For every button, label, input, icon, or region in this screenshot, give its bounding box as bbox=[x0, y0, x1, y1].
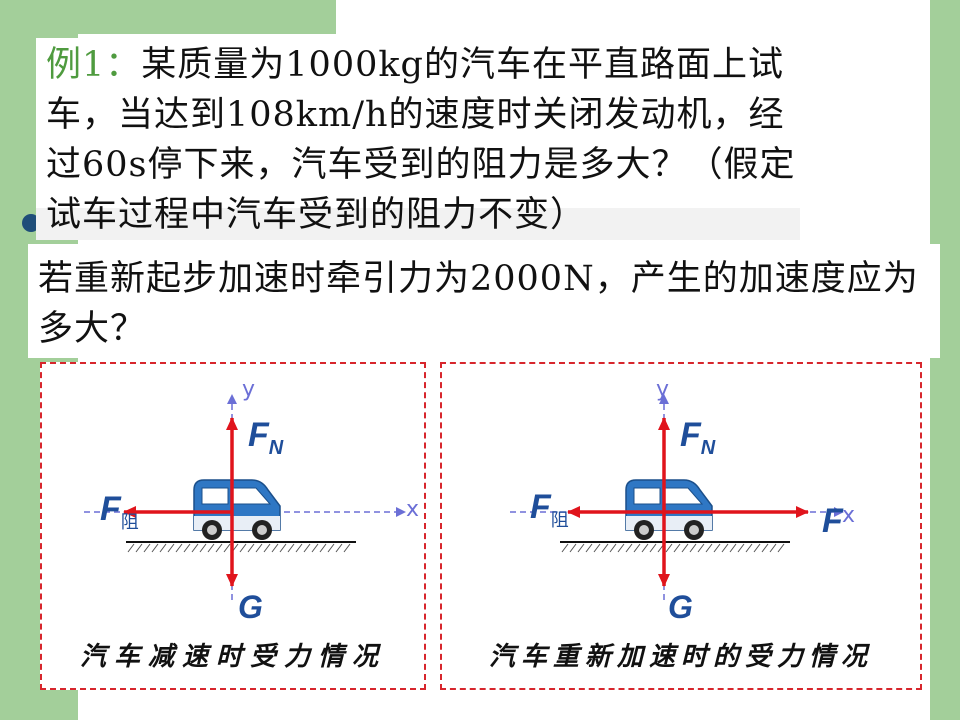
y-axis-label: y bbox=[656, 377, 669, 402]
example-problem: 例1：某质量为1000kg的汽车在平直路面上试车，当达到108km/h的速度时关… bbox=[36, 38, 800, 240]
normal-force-label: FN bbox=[248, 416, 284, 459]
right-decor-bar bbox=[930, 0, 960, 720]
top-decor-bar bbox=[78, 0, 336, 34]
caption-accelerating: 汽车重新加速时的受力情况 bbox=[488, 642, 873, 672]
resistance-label: F阻 bbox=[100, 490, 139, 533]
force-diagram-1: x y FN G F阻 bbox=[84, 377, 419, 625]
diagram-decelerating: x y FN G F阻 汽车减速时受力情况 bbox=[40, 362, 426, 690]
ground bbox=[126, 541, 356, 553]
diagram-accelerating: x y FN G F阻 F 汽车重新加速时的受力情况 bbox=[440, 362, 922, 690]
traction-label: F bbox=[822, 502, 844, 540]
bullet-dot bbox=[22, 214, 40, 232]
example-tag: 例1： bbox=[46, 45, 142, 85]
example-text: 例1：某质量为1000kg的汽车在平直路面上试车，当达到108km/h的速度时关… bbox=[46, 40, 796, 240]
y-axis-label: y bbox=[242, 377, 255, 402]
x-axis-label: x bbox=[842, 503, 855, 528]
followup-question: 若重新起步加速时牵引力为2000N，产生的加速度应为多大？ bbox=[28, 244, 940, 358]
gravity-label: G bbox=[238, 589, 263, 625]
resistance-label: F阻 bbox=[530, 488, 569, 531]
force-diagram-2: x y FN G F阻 F bbox=[510, 377, 855, 625]
gravity-label: G bbox=[668, 589, 693, 625]
car-illustration bbox=[625, 479, 713, 540]
car-illustration bbox=[193, 479, 281, 540]
question-text: 若重新起步加速时牵引力为2000N，产生的加速度应为多大？ bbox=[38, 259, 919, 349]
example-shade bbox=[36, 208, 800, 240]
caption-decelerating: 汽车减速时受力情况 bbox=[79, 642, 386, 672]
x-axis-label: x bbox=[406, 497, 419, 522]
normal-force-label: FN bbox=[680, 416, 716, 459]
ground bbox=[560, 541, 790, 553]
example-body: 某质量为1000kg的汽车在平直路面上试车，当达到108km/h的速度时关闭发动… bbox=[46, 45, 796, 235]
